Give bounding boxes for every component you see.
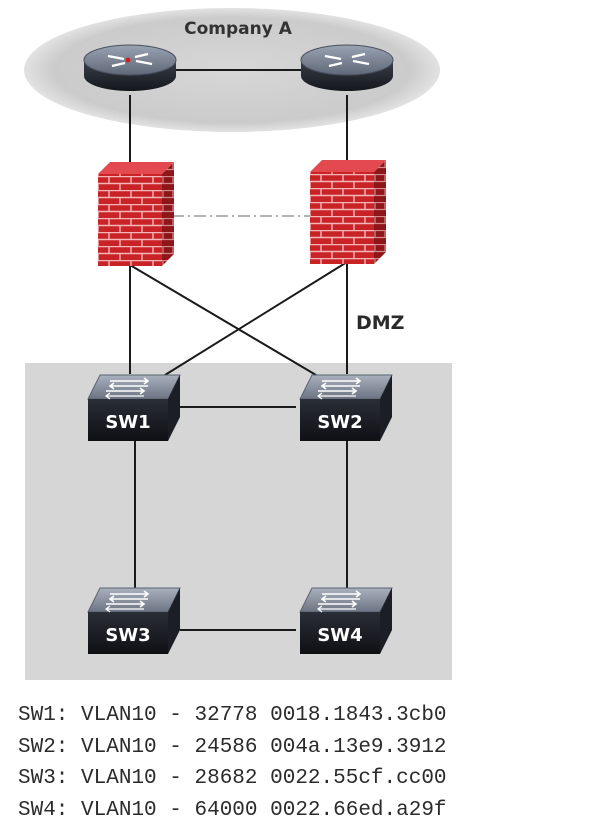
switch-label-sw1: SW1 [105,412,150,433]
switch-sw1[interactable]: SW1 [87,374,181,441]
links [129,69,348,631]
bridge-info-line: SW4: VLAN10 - 64000 0022.66ed.a29f [18,795,447,827]
bridge-info-mac: 0022.66ed.a29f [270,798,447,822]
bridge-info-vlan: VLAN10 [81,798,157,822]
bridge-info-mac: 004a.13e9.3912 [270,735,447,759]
bridge-info-vlan: VLAN10 [81,767,157,790]
bridge-info-line: SW1: VLAN10 - 32778 0018.1843.3cb0 [18,700,447,732]
switch-label-sw2: SW2 [317,412,362,433]
link-fw2-sw1 [164,261,348,376]
switch-sw4[interactable]: SW4 [299,587,393,654]
switch-label-sw4: SW4 [317,625,362,646]
switch-arrows-icon [105,590,150,613]
bridge-info-switch: SW1: [18,704,69,727]
bridge-info-priority: 32778 [194,704,258,727]
bridge-info-sep: - [169,767,182,790]
bridge-info-priority: 24586 [194,735,258,759]
bridge-info-switch: SW3: [18,767,69,790]
company-label: Company A [184,19,293,39]
switch-label-sw3: SW3 [105,625,150,646]
bridge-info-priority: 64000 [194,798,258,822]
bridge-info-sep: - [169,704,182,727]
router-arrows-icon [107,52,153,68]
bridge-info-mac: 0022.55cf.cc00 [270,767,447,790]
firewall-2[interactable] [310,160,386,264]
switch-arrows-icon [105,377,150,400]
switch-sw3[interactable]: SW3 [87,587,181,654]
bridge-info-line: SW3: VLAN10 - 28682 0022.55cf.cc00 [18,763,447,795]
firewall-1[interactable] [98,162,174,266]
bridge-info-vlan: VLAN10 [81,704,157,727]
bridge-info-sep: - [169,735,182,759]
bridge-info-line: SW2: VLAN10 - 24586 004a.13e9.3912 [18,732,447,764]
link-fw1-sw2 [129,264,317,376]
bridge-info-switch: SW2: [18,735,69,759]
bridge-info-priority: 28682 [194,767,258,790]
switch-sw2[interactable]: SW2 [299,374,393,441]
bridge-info-switch: SW4: [18,798,69,822]
switch-arrows-icon [317,377,362,400]
router-2[interactable] [300,44,394,91]
router-arrows-icon [324,52,370,68]
router-1[interactable] [83,44,177,91]
bridge-info-sep: - [169,798,182,822]
switch-arrows-icon [317,590,362,613]
bridge-info-mac: 0018.1843.3cb0 [270,704,447,727]
bridge-info-vlan: VLAN10 [81,735,157,759]
dmz-label: DMZ [356,312,404,334]
